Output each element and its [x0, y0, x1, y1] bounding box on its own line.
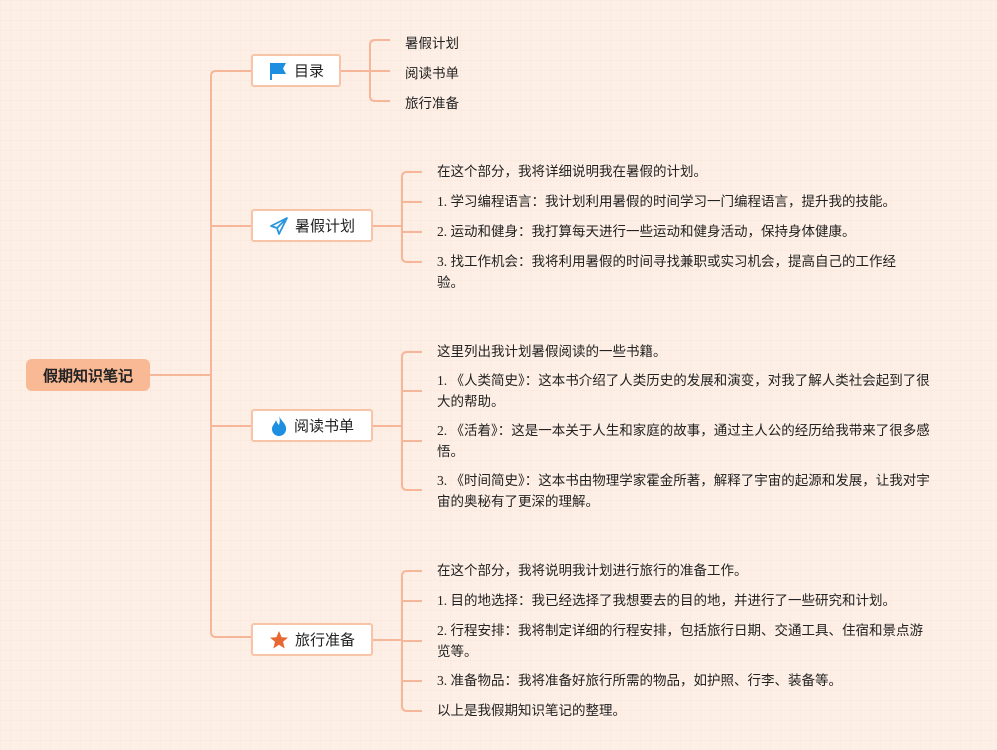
branch-summer-plan[interactable]: 暑假计划 [251, 209, 373, 242]
root-topic[interactable]: 假期知识笔记 [26, 359, 150, 391]
list-item: 1. 《人类简史》：这本书介绍了人类历史的发展和演变，对我了解人类社会起到了很大… [437, 373, 930, 409]
branch-label: 目录 [293, 62, 324, 80]
toc-item[interactable]: 阅读书单 [405, 66, 459, 82]
star-icon [269, 630, 288, 648]
branch-travel-prep[interactable]: 旅行准备 [251, 623, 373, 656]
root-label: 假期知识笔记 [42, 366, 133, 385]
list-item: 2. 运动和健身：我打算每天进行一些运动和健身活动，保持身体健康。 [437, 224, 856, 239]
flame-icon [271, 415, 287, 436]
list-item: 在这个部分，我将说明我计划进行旅行的准备工作。 [437, 563, 748, 578]
list-item: 3. 《时间简史》：这本书由物理学家霍金所著，解释了宇宙的起源和发展，让我对宇宙… [437, 473, 930, 509]
branch-label: 旅行准备 [294, 631, 355, 649]
paper-plane-icon [270, 216, 288, 235]
flag-icon [269, 62, 286, 80]
list-item: 1. 目的地选择：我已经选择了我想要去的目的地，并进行了一些研究和计划。 [437, 593, 896, 608]
branch-label: 阅读书单 [293, 417, 354, 435]
list-item: 3. 准备物品：我将准备好旅行所需的物品，如护照、行李、装备等。 [437, 673, 842, 688]
list-item: 1. 学习编程语言：我计划利用暑假的时间学习一门编程语言，提升我的技能。 [437, 194, 896, 209]
list-item: 在这个部分，我将详细说明我在暑假的计划。 [437, 164, 707, 179]
list-item: 2. 行程安排：我将制定详细的行程安排，包括旅行日期、交通工具、住宿和景点游览等… [437, 623, 923, 659]
branch-reading-list[interactable]: 阅读书单 [251, 409, 373, 442]
toc-item[interactable]: 暑假计划 [405, 36, 459, 52]
branch-label: 暑假计划 [294, 217, 355, 235]
list-item: 3. 找工作机会：我将利用暑假的时间寻找兼职或实习机会，提高自己的工作经验。 [437, 254, 896, 290]
branch-toc[interactable]: 目录 [251, 54, 341, 87]
list-item: 2. 《活着》：这是一本关于人生和家庭的故事，通过主人公的经历给我带来了很多感悟… [437, 423, 930, 459]
list-item: 这里列出我计划暑假阅读的一些书籍。 [437, 344, 667, 359]
toc-item[interactable]: 旅行准备 [405, 96, 459, 112]
list-item: 以上是我假期知识笔记的整理。 [437, 703, 626, 718]
